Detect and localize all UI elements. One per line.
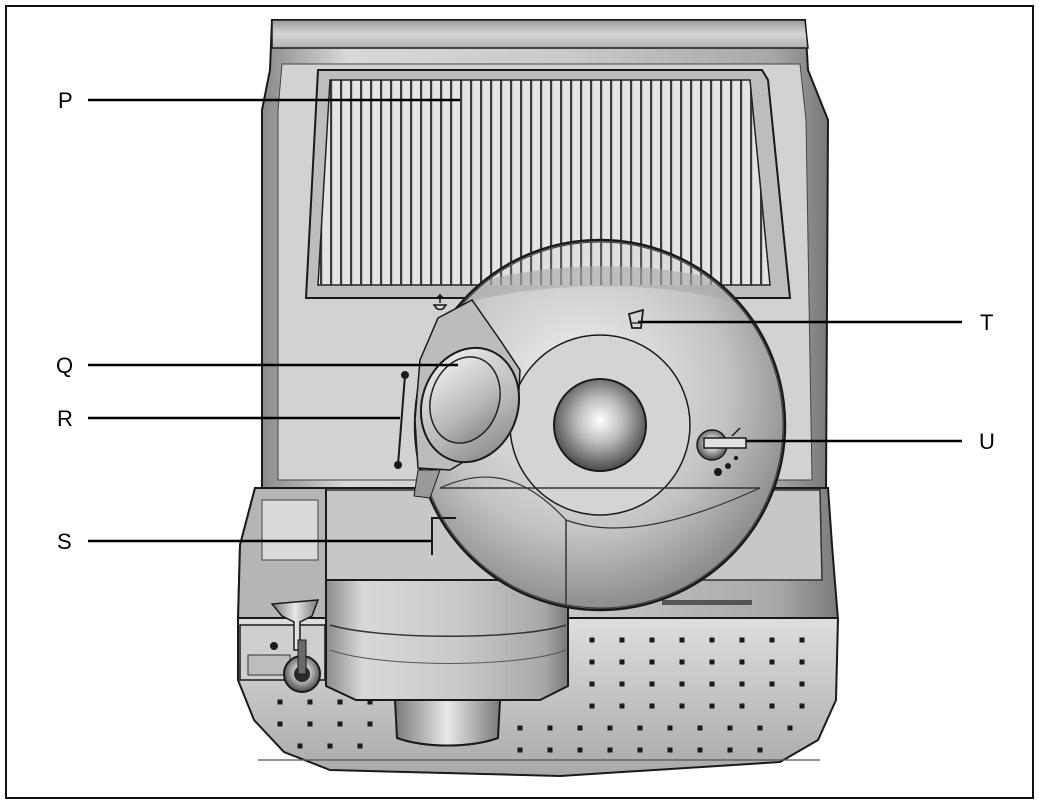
drip-tray-hole [297,743,303,749]
drip-tray-hole [649,659,655,665]
drip-tray-hole [337,699,343,705]
drip-tray-hole [727,747,733,753]
drip-tray-hole [607,725,613,731]
drip-tray-hole [739,637,745,643]
drip-tray-hole [307,699,313,705]
drip-tray-hole [619,703,625,709]
drip-tray-hole [739,681,745,687]
drip-tray-hole [697,747,703,753]
drip-tray-hole [679,703,685,709]
steam-nozzle [239,599,326,693]
bracket-r [394,371,409,469]
drip-tray-hole [327,743,333,749]
drip-tray-hole [787,725,793,731]
drip-tray-hole [769,637,775,643]
drip-tray-hole [697,725,703,731]
drip-tray-hole [547,747,553,753]
drip-tray-hole [619,637,625,643]
drip-tray-hole [589,659,595,665]
coffee-nozzle [393,699,502,747]
drip-tray-hole [649,703,655,709]
drip-tray-hole [619,659,625,665]
callout-label-q: Q [56,353,73,378]
drip-tray-hole [619,681,625,687]
drip-tray-hole [769,681,775,687]
drip-tray-hole [367,699,373,705]
drip-tray-hole [709,703,715,709]
drip-tray-hole [709,637,715,643]
drip-tray-hole [757,747,763,753]
bean-container-lid [413,238,787,612]
lid-centre-dome [553,378,647,472]
drip-tray-hole [589,681,595,687]
drip-tray-hole [679,637,685,643]
callout-label-p: P [58,88,73,113]
drip-tray-hole [277,699,283,705]
callout-labels: P Q R S T U [56,88,995,554]
drip-tray-hole [739,703,745,709]
drip-tray-hole [307,721,313,727]
drip-tray-hole [739,659,745,665]
drip-tray-hole [667,725,673,731]
drip-tray-hole [577,747,583,753]
coffee-cup-symbol-icon [433,293,447,311]
drip-tray-hole [667,747,673,753]
drip-tray-holes [277,637,805,753]
bracket-s [431,517,456,555]
drip-tray-hole [799,681,805,687]
drip-tray-hole [547,725,553,731]
drip-tray-hole [637,747,643,753]
drip-tray-hole [637,725,643,731]
drip-tray-hole [727,725,733,731]
drip-tray-hole [799,703,805,709]
drip-tray-hole [757,725,763,731]
callout-label-t: T [980,310,993,335]
drip-tray-hole [589,637,595,643]
drip-tray-hole [709,681,715,687]
water-tank-grill [317,79,771,286]
drip-tray-hole [769,703,775,709]
callout-label-u: U [979,429,995,454]
drip-tray-hole [799,659,805,665]
drip-tray-hole [367,721,373,727]
callout-lines [88,98,962,543]
grinder-setting-knob [696,427,747,476]
drip-tray-hole [649,637,655,643]
drip-tray-hole [709,659,715,665]
callout-label-r: R [57,406,73,431]
drip-tray-hole [517,747,523,753]
drip-tray-hole [589,703,595,709]
drip-tray-hole [577,725,583,731]
drip-tray-hole [679,681,685,687]
drip-tray-hole [799,637,805,643]
drip-tray-hole [607,747,613,753]
drip-tray-hole [277,721,283,727]
drip-tray-hole [357,743,363,749]
drip-tray-hole [649,681,655,687]
drip-tray-hole [679,659,685,665]
drip-tray-hole [769,659,775,665]
callout-label-s: S [57,529,72,554]
drip-tray-hole [337,721,343,727]
drip-tray-hole [517,725,523,731]
